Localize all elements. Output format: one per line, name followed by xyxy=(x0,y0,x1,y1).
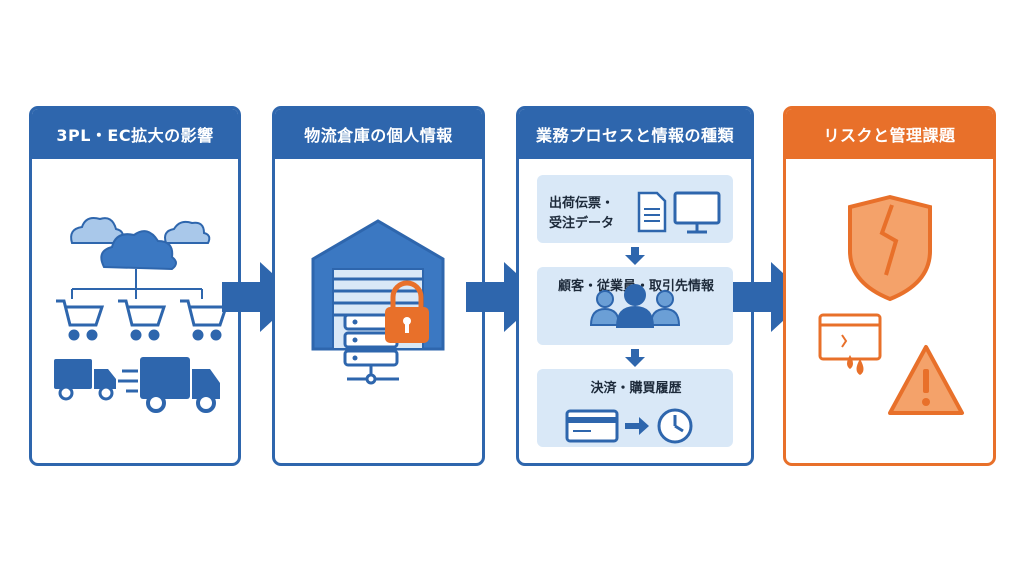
panel-ec-impact: 3PL・EC拡大の影響 xyxy=(29,106,241,466)
panel-process: 業務プロセスと情報の種類 出荷伝票・ 受注データ 顧客・従業員・取引先情報 決済… xyxy=(516,106,754,466)
down-arrow-icon xyxy=(625,349,645,367)
network-lines xyxy=(71,269,203,299)
lock-icon xyxy=(385,280,429,343)
step-label-line2: 受注データ xyxy=(549,216,615,231)
warning-icon xyxy=(888,345,964,415)
cloud-icon xyxy=(70,217,211,244)
fast-truck-icon xyxy=(118,357,220,413)
document-icon xyxy=(637,191,667,233)
broken-shield-icon xyxy=(848,194,932,302)
people-icon xyxy=(589,284,681,328)
leaking-window-icon xyxy=(818,313,882,375)
down-arrow-icon xyxy=(625,247,645,265)
panel-risk: リスクと管理課題 xyxy=(783,106,996,466)
cart-icon xyxy=(56,299,229,341)
ec-impact-illustration xyxy=(54,217,229,413)
clock-icon xyxy=(657,408,693,444)
monitor-icon xyxy=(673,191,721,234)
panel-title: 3PL・EC拡大の影響 xyxy=(32,109,238,159)
main-cloud-icon xyxy=(100,230,177,271)
step-label: 決済・購買履歴 xyxy=(590,381,682,396)
panel-title: リスクと管理課題 xyxy=(786,109,993,159)
panel-warehouse: 物流倉庫の個人情報 xyxy=(272,106,485,466)
process-illustration xyxy=(565,191,721,444)
step-label-line1: 出荷伝票・ xyxy=(549,196,615,211)
warehouse-illustration xyxy=(311,219,445,385)
panel-title: 物流倉庫の個人情報 xyxy=(275,109,482,159)
panel-title: 業務プロセスと情報の種類 xyxy=(519,109,751,159)
right-arrow-icon xyxy=(625,417,649,435)
truck-icon xyxy=(54,359,116,401)
credit-card-icon xyxy=(565,409,619,443)
risk-illustration xyxy=(818,194,964,415)
